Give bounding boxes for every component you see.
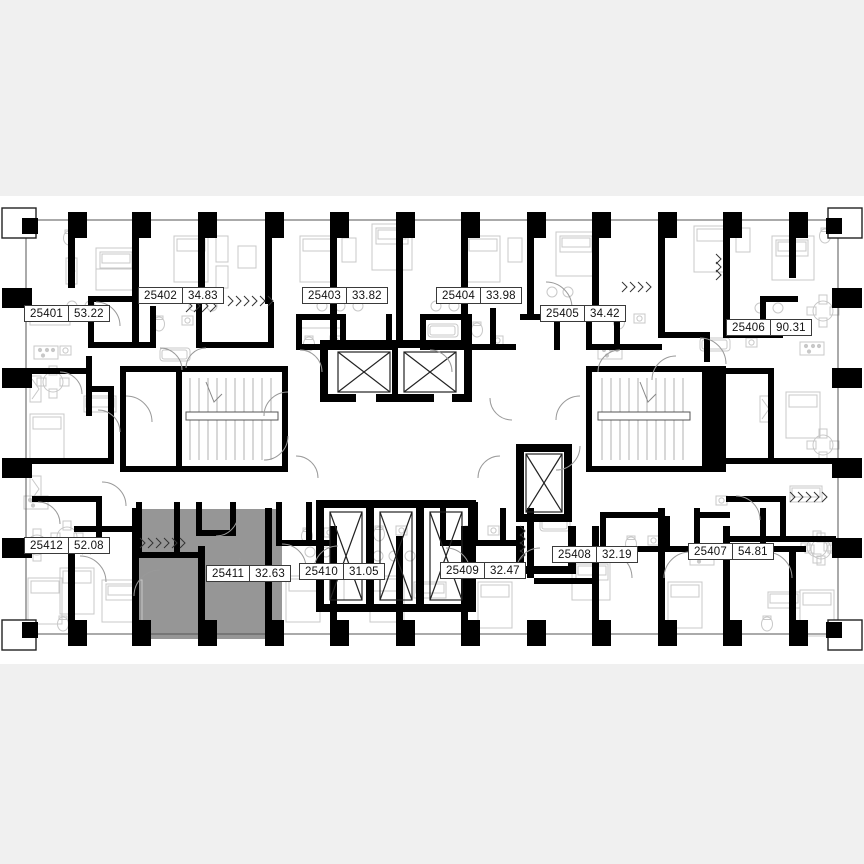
unit-label-25403[interactable]: 25403 33.82: [302, 287, 388, 304]
unit-label-25402[interactable]: 25402 34.83: [138, 287, 224, 304]
unit-area: 34.83: [187, 289, 218, 302]
unit-number: 25408: [558, 548, 591, 561]
label-divider: [181, 288, 183, 303]
unit-number: 25403: [308, 289, 341, 302]
unit-area: 33.98: [485, 289, 516, 302]
label-divider: [342, 564, 344, 579]
label-divider: [483, 563, 485, 578]
unit-label-25406[interactable]: 25406 90.31: [726, 319, 812, 336]
elevator-cabs: [329, 351, 563, 601]
unit-number: 25406: [732, 321, 765, 334]
unit-number: 25410: [305, 565, 338, 578]
unit-label-25408[interactable]: 25408 32.19: [552, 546, 638, 563]
hatch-details: [73, 253, 828, 561]
perimeter-glazing: [25, 219, 839, 635]
floor-plate: [0, 196, 864, 664]
unit-number: 25412: [30, 539, 63, 552]
unit-number: 25401: [30, 307, 63, 320]
walls-layer: [32, 238, 836, 620]
label-divider: [345, 288, 347, 303]
unit-number: 25407: [694, 545, 727, 558]
label-divider: [67, 306, 69, 321]
stair-right: [597, 378, 691, 460]
perimeter-columns: [2, 212, 862, 646]
unit-number: 25404: [442, 289, 475, 302]
unit-number: 25405: [546, 307, 579, 320]
unit-number: 25409: [446, 564, 479, 577]
unit-area: 54.81: [737, 545, 768, 558]
unit-label-25401[interactable]: 25401 53.22: [24, 305, 110, 322]
unit-label-25405[interactable]: 25405 34.42: [540, 305, 626, 322]
label-divider: [595, 547, 597, 562]
floorplan-drawing: [1, 207, 863, 651]
unit-label-25404[interactable]: 25404 33.98: [436, 287, 522, 304]
label-divider: [731, 544, 733, 559]
unit-label-25412[interactable]: 25412 52.08: [24, 537, 110, 554]
label-divider: [479, 288, 481, 303]
unit-area: 52.08: [73, 539, 104, 552]
unit-area: 53.22: [73, 307, 104, 320]
label-divider: [769, 320, 771, 335]
unit-label-25410[interactable]: 25410 31.05: [299, 563, 385, 580]
unit-label-25407[interactable]: 25407 54.81: [688, 543, 774, 560]
unit-number: 25402: [144, 289, 177, 302]
unit-label-25409[interactable]: 25409 32.47: [440, 562, 526, 579]
unit-number: 25411: [212, 567, 245, 580]
unit-area: 90.31: [775, 321, 806, 334]
unit-label-25411[interactable]: 25411 32.63: [206, 565, 291, 582]
unit-area: 32.47: [489, 564, 520, 577]
label-divider: [249, 566, 251, 581]
stair-left: [185, 378, 279, 460]
unit-area: 32.19: [601, 548, 632, 561]
unit-area: 32.63: [255, 567, 285, 580]
unit-area: 33.82: [351, 289, 382, 302]
unit-area: 31.05: [348, 565, 379, 578]
corner-columns: [1, 207, 863, 651]
label-divider: [583, 306, 585, 321]
unit-area: 34.42: [589, 307, 620, 320]
label-divider: [67, 538, 69, 553]
